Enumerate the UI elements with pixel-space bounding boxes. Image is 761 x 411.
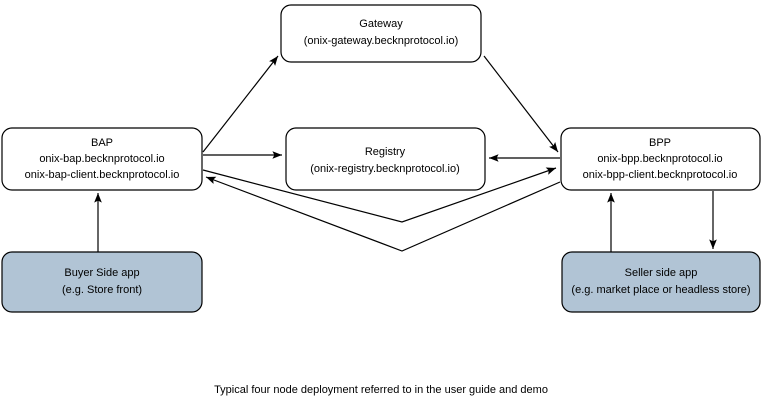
node-buyer-app-box[interactable] (1, 251, 203, 313)
node-registry-subtitle: (onix-registry.becknprotocol.io) (310, 163, 460, 175)
node-bpp[interactable]: BPP onix-bpp.becknprotocol.io onix-bpp-c… (560, 127, 761, 191)
node-bap-title: BAP (91, 137, 113, 149)
node-seller-app-title: Seller side app (625, 267, 698, 279)
node-bpp-client-host: onix-bpp-client.becknprotocol.io (583, 169, 738, 181)
node-buyer-app[interactable]: Buyer Side app (e.g. Store front) (1, 251, 203, 313)
node-bpp-title: BPP (649, 137, 671, 149)
node-bpp-host: onix-bpp.becknprotocol.io (597, 153, 722, 165)
node-seller-app-subtitle: (e.g. market place or headless store) (571, 284, 750, 296)
node-registry[interactable]: Registry (onix-registry.becknprotocol.io… (285, 127, 486, 191)
node-seller-app[interactable]: Seller side app (e.g. market place or he… (561, 251, 761, 313)
node-gateway-box[interactable] (280, 4, 482, 63)
edge-layer (94, 55, 717, 252)
node-bpp-box[interactable] (560, 127, 761, 191)
edge-bap-to-gateway (202, 55, 279, 153)
node-seller-app-box[interactable] (561, 251, 761, 313)
node-gateway-subtitle: (onix-gateway.becknprotocol.io) (304, 35, 458, 47)
node-bap-host: onix-bap.becknprotocol.io (39, 153, 164, 165)
node-gateway-title: Gateway (359, 18, 403, 30)
edge-bap-to-bpp (202, 167, 557, 223)
node-buyer-app-title: Buyer Side app (64, 267, 139, 279)
node-gateway[interactable]: Gateway (onix-gateway.becknprotocol.io) (280, 4, 482, 63)
edge-gateway-to-bpp (483, 55, 559, 153)
node-bap[interactable]: BAP onix-bap.becknprotocol.io onix-bap-c… (1, 127, 203, 191)
node-bap-client-host: onix-bap-client.becknprotocol.io (25, 169, 180, 181)
node-registry-box[interactable] (285, 127, 486, 191)
node-registry-title: Registry (365, 146, 406, 158)
node-buyer-app-subtitle: (e.g. Store front) (62, 284, 142, 296)
diagram-caption: Typical four node deployment referred to… (214, 384, 548, 396)
node-bap-box[interactable] (1, 127, 203, 191)
edge-bpp-to-bap (205, 176, 561, 252)
